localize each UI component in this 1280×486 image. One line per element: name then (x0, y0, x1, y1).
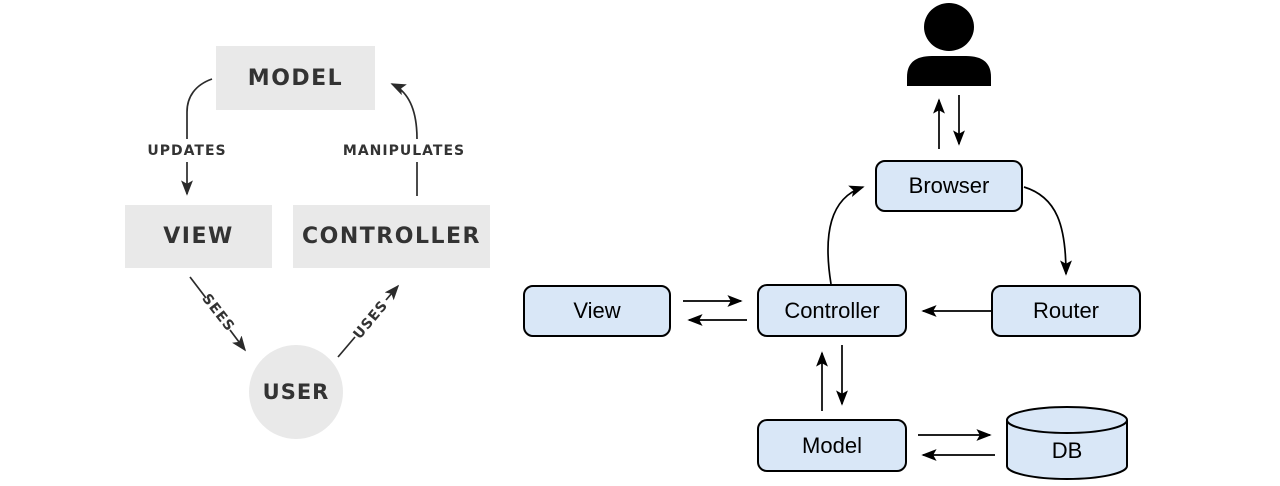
node-model-flow: Model (757, 419, 907, 472)
edge-model-updates-curve (186, 78, 213, 139)
edge-label-updates: UPDATES (147, 143, 227, 159)
node-browser: Browser (875, 160, 1023, 212)
person-icon (907, 3, 991, 86)
node-view: VIEW (125, 205, 272, 268)
arrow-view-to-user (229, 329, 247, 352)
arrow-controller-to-browser (827, 185, 865, 285)
node-controller-flow: Controller (757, 284, 907, 337)
edge-label-manipulates: MANIPULATES (342, 143, 466, 159)
node-user: USER (249, 345, 343, 439)
arrow-browser-to-router (1023, 186, 1072, 276)
node-model: MODEL (216, 46, 375, 110)
arrow-controller-to-model (390, 83, 418, 140)
edge-view-sees-line (189, 276, 207, 299)
node-router: Router (991, 285, 1141, 337)
node-view-flow: View (523, 285, 671, 337)
node-db-label: DB (1051, 438, 1083, 463)
edge-user-uses-line (337, 336, 356, 358)
node-controller: CONTROLLER (293, 205, 490, 268)
db-cylinder (1006, 406, 1128, 480)
arrow-user-to-controller (384, 284, 400, 301)
